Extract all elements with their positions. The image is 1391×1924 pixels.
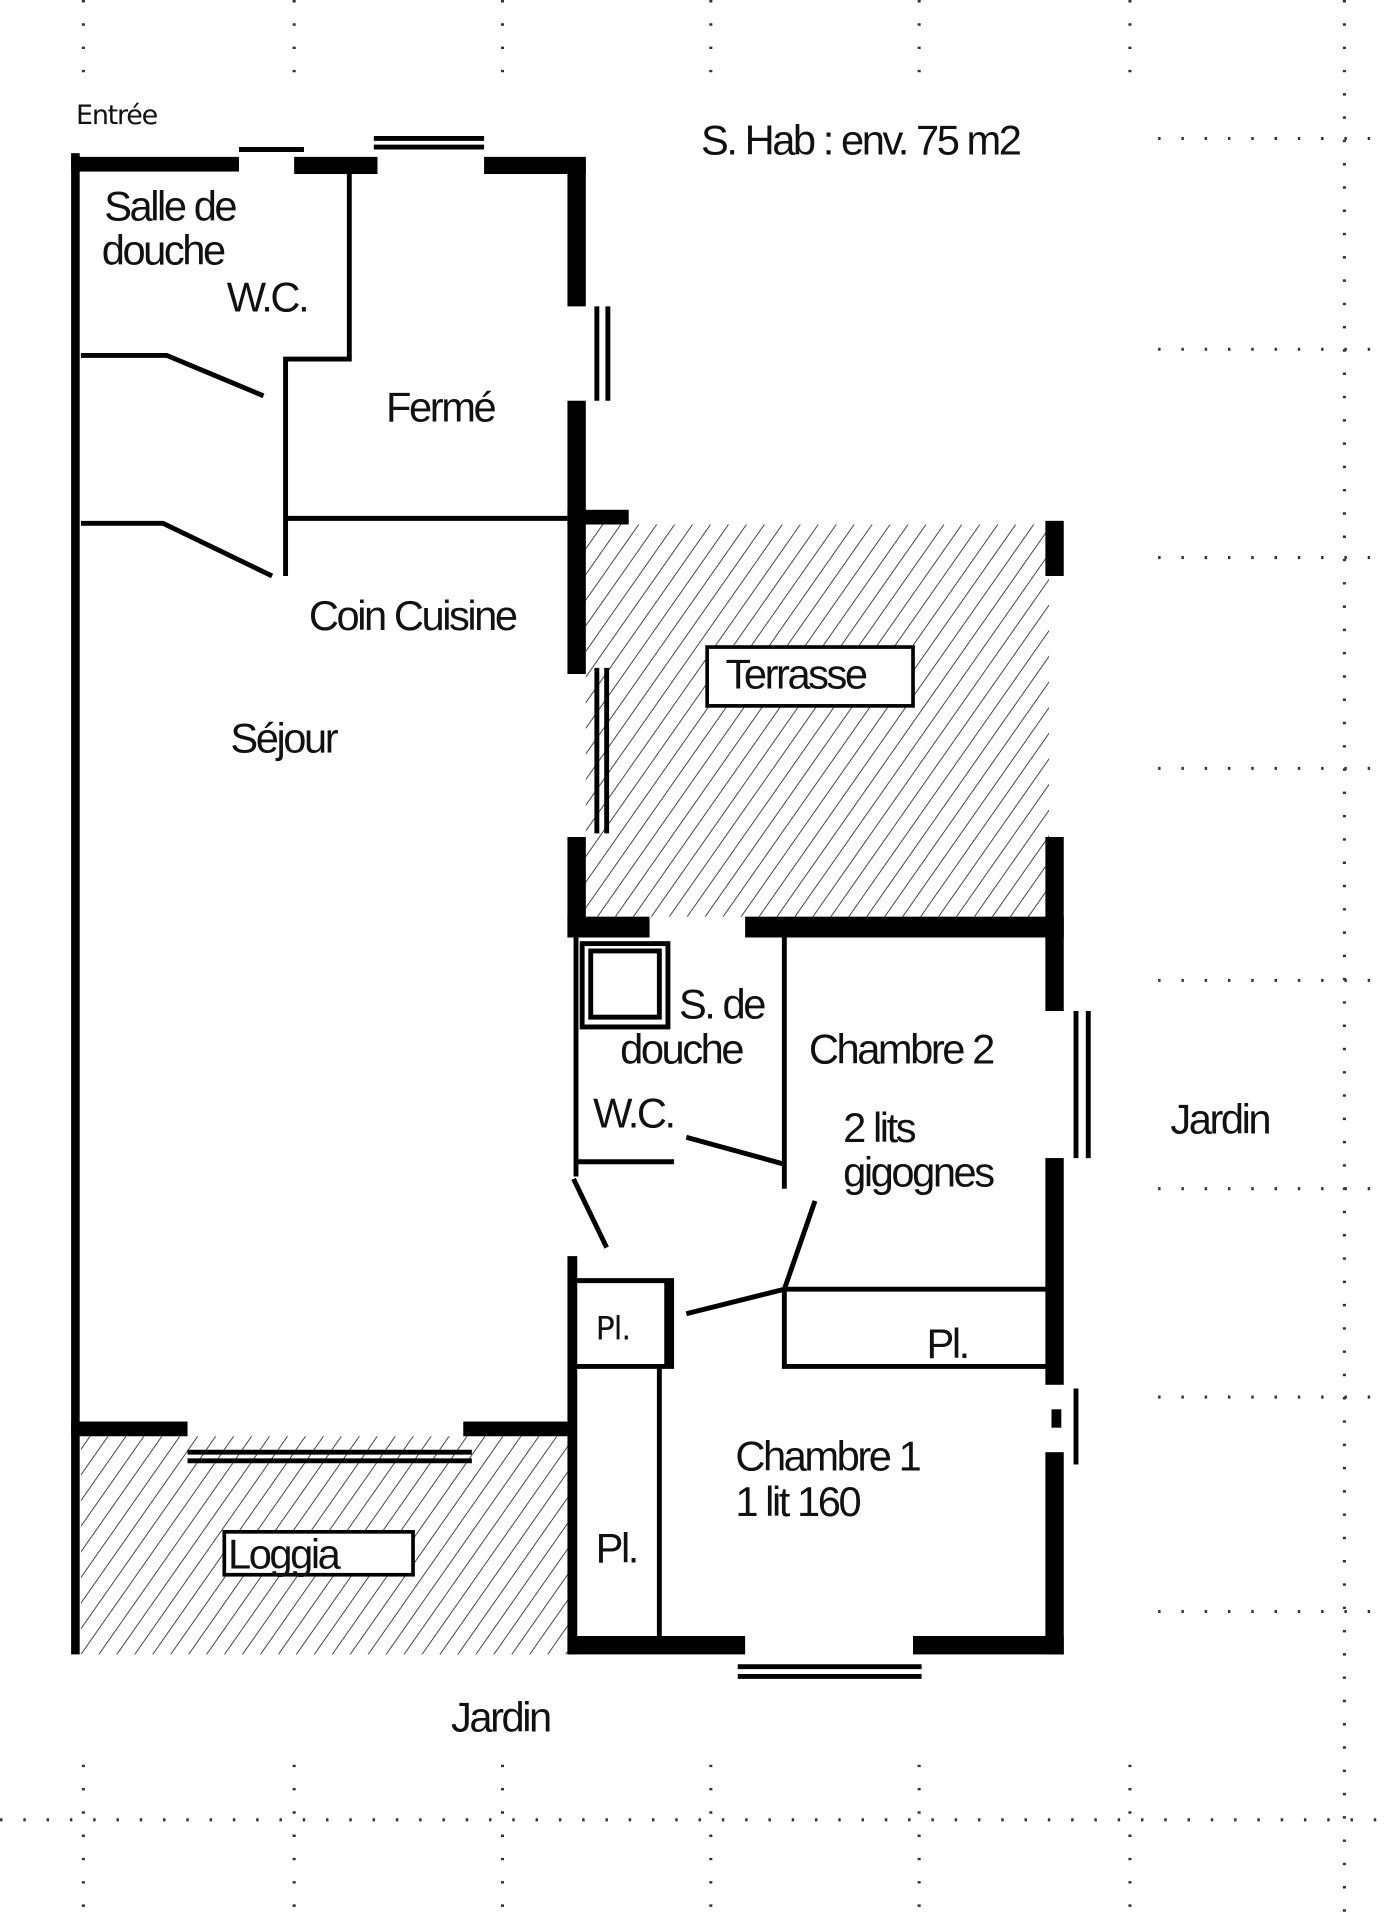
walls bbox=[71, 153, 1064, 1655]
label-placard-3: Pl. bbox=[596, 1524, 637, 1571]
terrace-area bbox=[585, 524, 1050, 917]
label-chambre-2-beds-2: gigognes bbox=[843, 1148, 994, 1195]
label-chambre-2: Chambre 2 bbox=[809, 1026, 994, 1073]
label-loggia: Loggia bbox=[228, 1531, 342, 1578]
label-chambre-1: Chambre 1 bbox=[735, 1433, 920, 1480]
label-sejour: Séjour bbox=[230, 714, 338, 761]
terrace-label-box bbox=[705, 645, 915, 708]
label-ferme: Fermé bbox=[386, 384, 495, 431]
shower-tray bbox=[579, 941, 671, 1030]
label-placard-2: Pl. bbox=[927, 1320, 968, 1367]
partitions bbox=[80, 136, 1091, 1679]
label-terrasse: Terrasse bbox=[726, 651, 867, 698]
label-s-de-douche-2: douche bbox=[620, 1026, 743, 1073]
label-jardin-right: Jardin bbox=[1170, 1096, 1269, 1143]
habitable-area-title: S. Hab : env. 75 m2 bbox=[701, 116, 1021, 163]
label-chambre-2-beds: 2 lits bbox=[843, 1104, 916, 1151]
label-jardin-bottom: Jardin bbox=[451, 1694, 550, 1741]
label-salle-de-douche-2: douche bbox=[102, 227, 225, 274]
label-chambre-1-bed: 1 lit 160 bbox=[735, 1478, 860, 1525]
loggia-label-box bbox=[222, 1530, 415, 1577]
label-s-de-douche: S. de bbox=[679, 980, 765, 1027]
label-salle-de-douche: Salle de bbox=[104, 183, 236, 230]
label-wc-top: W.C. bbox=[227, 273, 307, 320]
label-wc-bottom: W.C. bbox=[593, 1089, 673, 1136]
label-coin-cuisine: Coin Cuisine bbox=[309, 592, 517, 639]
label-placard-1: Pl. bbox=[596, 1309, 631, 1347]
label-entree: Entrée bbox=[76, 100, 158, 131]
